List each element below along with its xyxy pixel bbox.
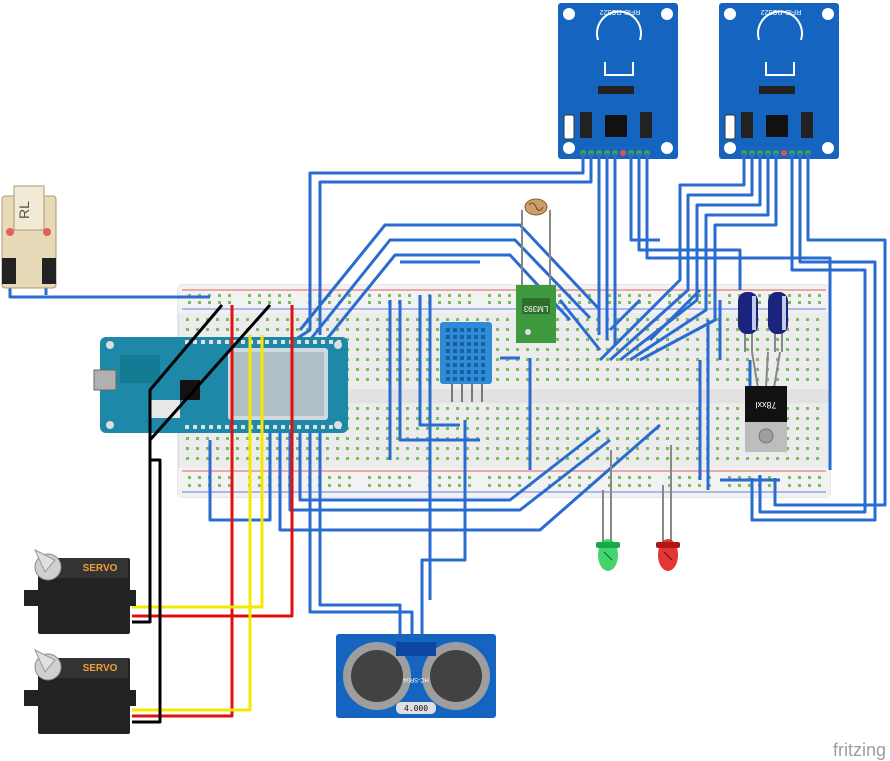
capacitor-right	[768, 292, 788, 352]
capacitor-left	[738, 292, 758, 352]
black-wires	[132, 304, 272, 724]
arduino-board	[93, 337, 348, 433]
red-wires	[132, 305, 294, 718]
servo-bottom: SERVO	[24, 648, 136, 734]
led-red	[656, 445, 680, 571]
tool-watermark: fritzing	[833, 740, 886, 760]
rfid-reader-left: RFID-RC522	[558, 3, 678, 159]
regulator-label: 78xxl	[755, 400, 776, 410]
led-green	[596, 450, 620, 571]
ultrasonic-sensor: HC-SR04 4.000	[336, 634, 496, 718]
light-sensor-label: LM393	[523, 304, 548, 313]
blue-wires	[8, 153, 887, 640]
light-sensor-module: LM393	[516, 198, 556, 343]
servo-bottom-label: SERVO	[83, 663, 118, 674]
yellow-wires	[132, 335, 264, 712]
relay-label: RL	[16, 201, 32, 219]
dht-sensor	[440, 322, 492, 402]
ultrasonic-badge: 4.000	[404, 704, 428, 713]
rfid-right-label: RFID-RC522	[761, 8, 802, 15]
servo-top: SERVO	[24, 548, 136, 634]
rfid-left-label: RFID-RC522	[600, 8, 641, 15]
ultrasonic-label: HC-SR04	[403, 676, 429, 682]
servo-top-label: SERVO	[83, 563, 118, 574]
voltage-regulator: 78xxl	[745, 351, 787, 452]
relay-module: RL	[1, 185, 57, 289]
rfid-reader-right: RFID-RC522	[719, 3, 839, 159]
